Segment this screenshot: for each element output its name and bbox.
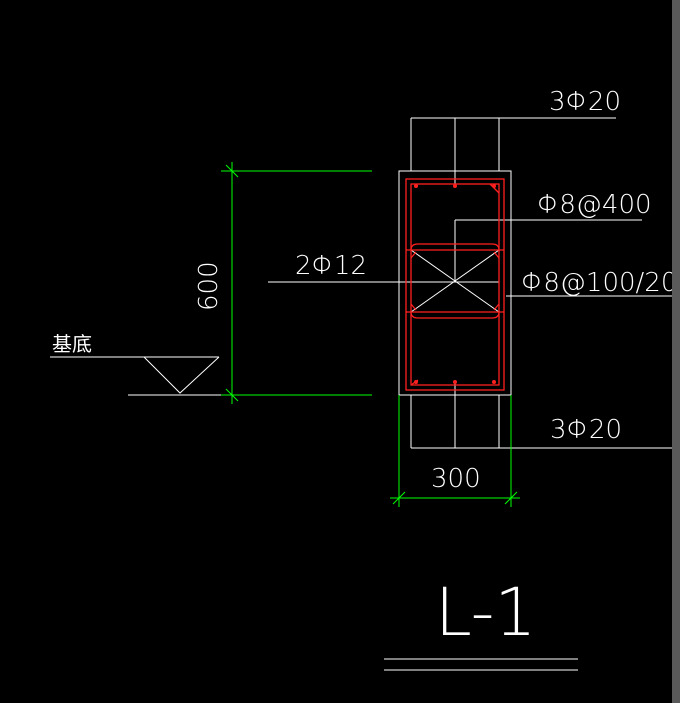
side-bars-label: 2Φ12: [295, 251, 367, 281]
title-underline: [384, 658, 578, 671]
height-dimension-label: 600: [194, 261, 224, 311]
stirrup-label: Φ8@100/200: [521, 268, 680, 298]
rebar-points: [414, 184, 496, 384]
foundation-base-symbol: [50, 356, 234, 396]
width-dimension: [390, 395, 520, 507]
foundation-base-label: 基底: [52, 332, 92, 356]
section-title: L-1: [435, 574, 536, 651]
width-dimension-label: 300: [431, 464, 481, 494]
window-frame-edge: [672, 0, 680, 703]
beam-section-outline: [268, 117, 672, 449]
top-bars-label: 3Φ20: [549, 87, 621, 117]
tie-stirrup-label: Φ8@400: [537, 190, 652, 220]
bottom-bars-label: 3Φ20: [550, 415, 622, 445]
height-dimension: [221, 162, 372, 404]
